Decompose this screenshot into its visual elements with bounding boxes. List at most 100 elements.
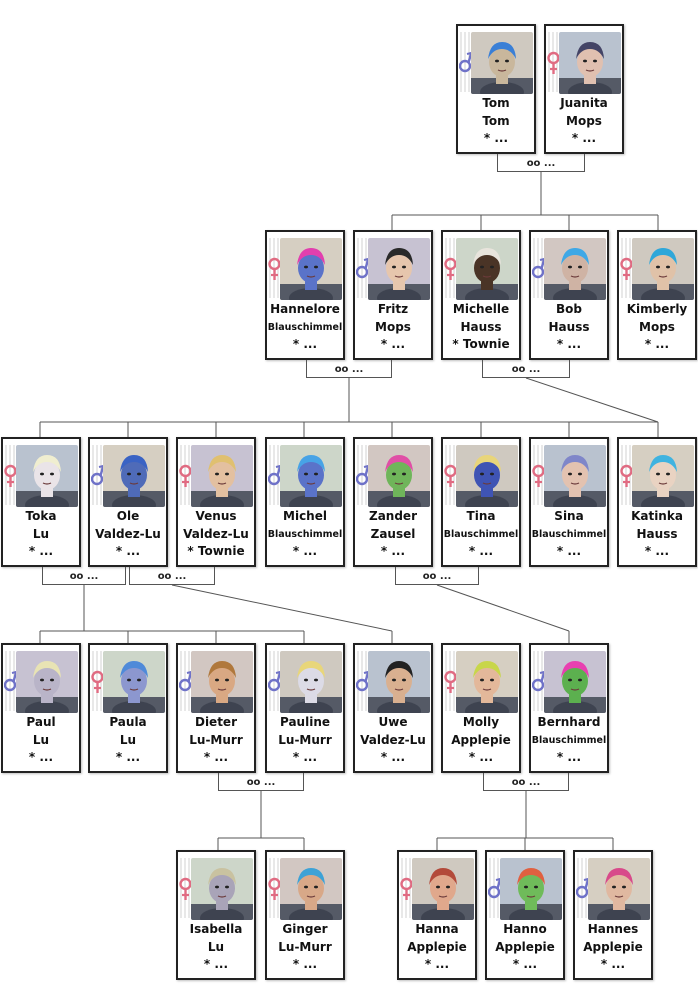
female-symbol-icon [547,32,560,92]
person-birth-info: * ... [556,544,582,558]
photo-frame [103,651,165,713]
marriage-bracket: oo ... [218,773,304,791]
person-first-name: Toka [25,509,57,523]
person-last-name: Applepie [583,940,643,954]
person-first-name: Isabella [189,922,243,936]
marriage-bracket: oo ... [129,567,215,585]
photo-frame [471,32,533,94]
portrait-photo [500,858,562,920]
marriage-label: oo ... [157,571,187,582]
portrait-photo [456,651,518,713]
person-last-name: Blauschimmel [443,529,519,540]
person-first-name: Uwe [378,715,408,729]
person-birth-info: * ... [380,544,406,558]
person-last-name: Hauss [548,320,590,334]
person-last-name: Lu [32,733,50,747]
marriage-label: oo ... [69,571,99,582]
portrait-photo [544,238,606,300]
person-last-name: Lu-Murr [278,733,332,747]
photo-frame [191,651,253,713]
person-birth-info: * ... [468,750,494,764]
photo-frame [500,858,562,920]
portrait-photo [368,651,430,713]
photo-frame [103,445,165,507]
photo-frame [544,238,606,300]
portrait-photo [16,651,78,713]
female-symbol-icon [532,445,545,505]
person-last-name: Blauschimmel [267,322,343,333]
photo-frame [544,651,606,713]
person-birth-info: * Townie [452,337,510,351]
photo-frame [280,238,342,300]
marriage-label: oo ... [246,777,276,788]
portrait-photo [191,651,253,713]
person-last-name: Applepie [407,940,467,954]
person-last-name: Hauss [636,527,678,541]
person-birth-info: * ... [28,750,54,764]
female-symbol-icon [179,858,192,918]
marriage-bracket: oo ... [482,360,570,378]
person-last-name: Valdez-Lu [360,733,426,747]
person-last-name: Blauschimmel [531,735,607,746]
person-birth-info: * ... [571,131,597,145]
female-symbol-icon [444,238,457,298]
person-birth-info: * ... [203,750,229,764]
male-symbol-icon [356,445,369,505]
photo-frame [456,238,518,300]
person-first-name: Bernhard [537,715,601,729]
person-last-name: Lu [119,733,137,747]
photo-frame [368,651,430,713]
person-birth-info: * ... [600,957,626,971]
person-first-name: Bob [556,302,582,316]
marriage-bracket: oo ... [306,360,392,378]
person-first-name: Michel [283,509,327,523]
person-birth-info: * ... [292,957,318,971]
person-birth-info: * ... [292,750,318,764]
photo-frame [412,858,474,920]
person-birth-info: * ... [203,957,229,971]
photo-frame [456,651,518,713]
person-last-name: Blauschimmel [531,529,607,540]
connector-line [171,584,393,632]
female-symbol-icon [444,445,457,505]
photo-frame [632,238,694,300]
portrait-photo [103,651,165,713]
portrait-photo [16,445,78,507]
female-symbol-icon [400,858,413,918]
photo-frame [191,858,253,920]
portrait-photo [456,238,518,300]
person-first-name: Paula [109,715,147,729]
photo-frame [368,238,430,300]
male-symbol-icon [532,651,545,711]
male-symbol-icon [356,238,369,298]
person-birth-info: * ... [512,957,538,971]
person-birth-info: * ... [644,337,670,351]
